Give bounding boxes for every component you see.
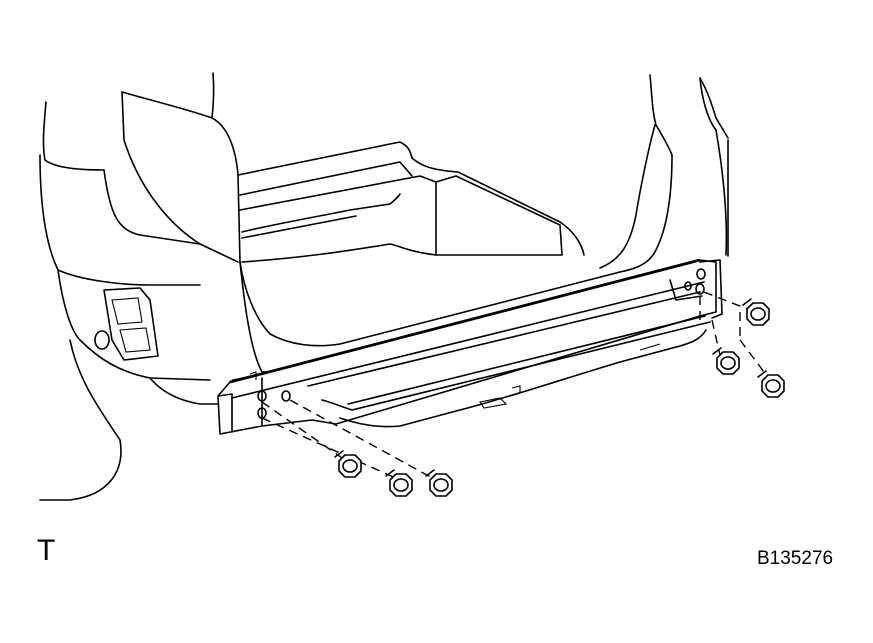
bolt [385,469,413,497]
bumper-reinforcement-beam [217,258,723,435]
view-code-label: T [37,534,56,567]
left-bolt-set [334,450,453,497]
bolt [334,450,362,478]
bolt [742,298,770,326]
bolt-alignment-lines [261,291,771,481]
right-bolt-set [712,298,785,398]
bolt [425,469,453,497]
bolt [757,370,785,398]
vehicle-rear-body [39,72,729,501]
figure-id-label: B135276 [757,548,834,569]
bolt [712,347,740,375]
